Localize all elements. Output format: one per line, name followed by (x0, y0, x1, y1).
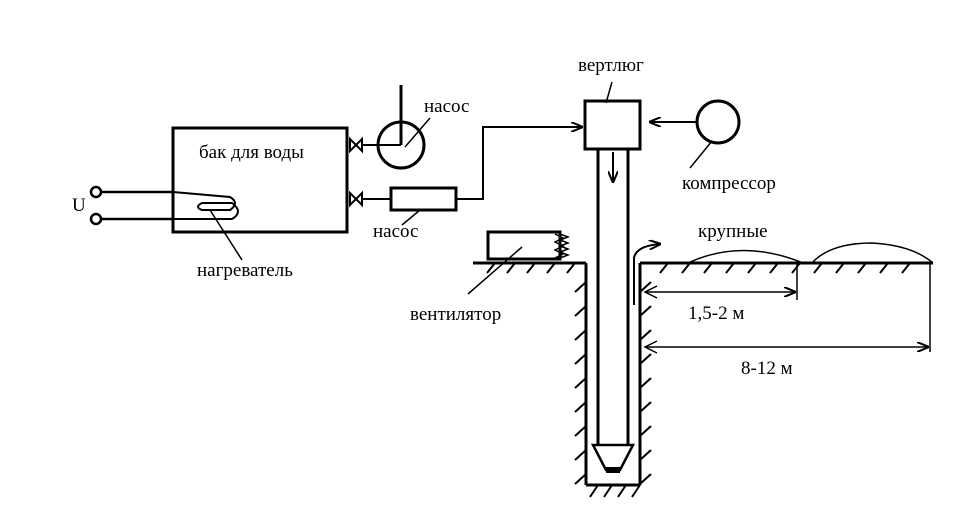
label-heater: нагреватель (197, 260, 293, 281)
label-dist-near: 1,5-2 м (688, 303, 744, 324)
return-flow-arrow (633, 244, 660, 305)
label-pump-top: насос (424, 96, 469, 117)
leader-fan (467, 246, 523, 295)
drill-bit (590, 443, 636, 472)
leader-compressor (689, 140, 713, 169)
valve-bottom (349, 190, 363, 208)
label-water-tank: бак для воды (199, 142, 304, 163)
label-voltage: U (72, 195, 86, 216)
cuttings-pile-far (811, 242, 934, 264)
pump-bottom (389, 186, 458, 212)
voltage-terminals (89, 185, 173, 226)
heater-coil (172, 191, 239, 220)
swivel (583, 99, 642, 151)
label-swivel: вертлюг (578, 55, 644, 76)
leader-heater (209, 209, 243, 261)
label-coarse: крупные (698, 221, 768, 242)
leader-pump-top (404, 117, 431, 148)
fan (486, 230, 562, 261)
leader-pump-bottom (401, 209, 421, 226)
hatching-ground-right (659, 262, 911, 274)
hatching-wall-right (639, 281, 652, 485)
label-compressor: компрессор (682, 173, 776, 194)
hatching-wall-left (574, 281, 587, 485)
valve-top (349, 136, 363, 154)
label-fan: вентилятор (410, 304, 501, 325)
hatching-bottom (589, 484, 641, 498)
cuttings-pile-near (687, 249, 804, 264)
label-dist-far: 8-12 м (741, 358, 793, 379)
hatching-ground-left (486, 262, 576, 274)
pipe-to-swivel (456, 127, 582, 200)
compressor (695, 99, 741, 145)
water-tank (171, 126, 349, 234)
leader-swivel (605, 81, 613, 104)
label-pump-bottom: насос (373, 221, 418, 242)
fan-blades (557, 233, 571, 259)
